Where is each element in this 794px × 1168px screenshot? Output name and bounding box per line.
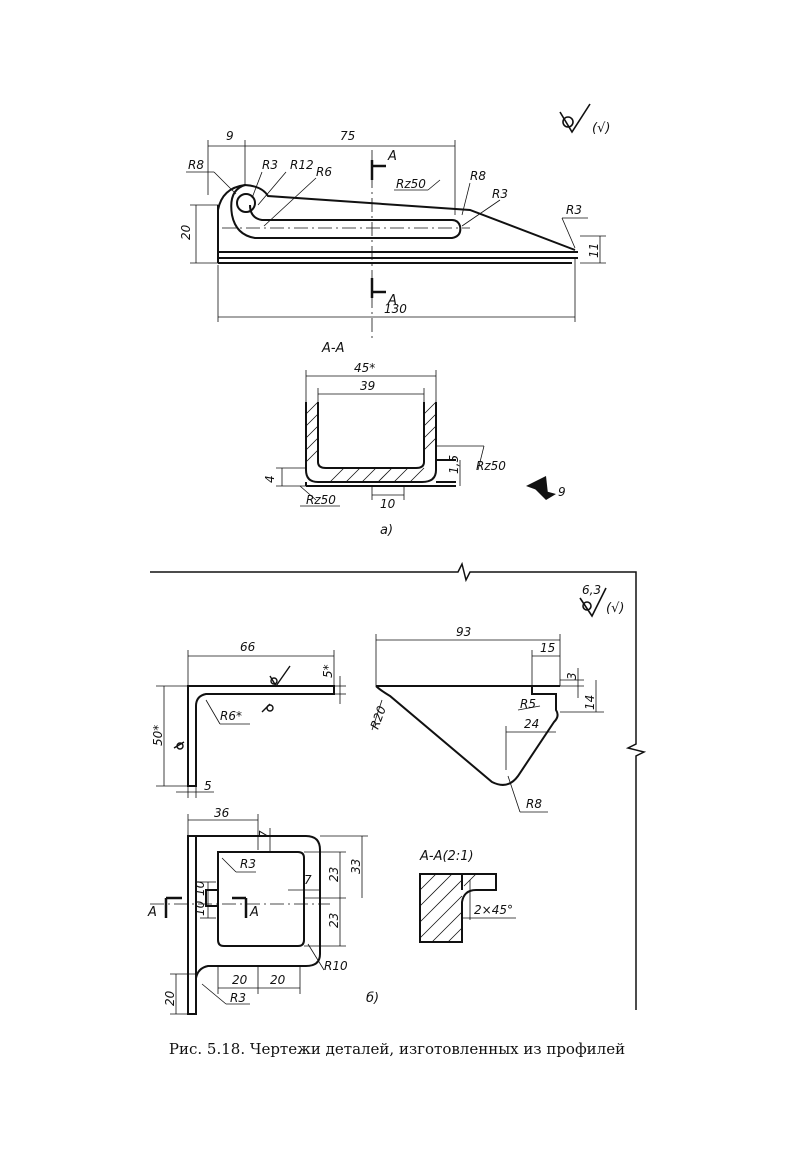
dim-20-left: 20: [232, 973, 248, 987]
surface-mark-value: 6,3: [582, 583, 601, 597]
roughness-rz50-bottom: Rz50: [306, 493, 336, 507]
radius-r5: R5: [520, 697, 536, 711]
drawing-a: (√): [179, 103, 610, 538]
dim-7-mid: 7: [304, 873, 312, 887]
radius-r8-right: R8: [470, 169, 486, 183]
dim-23-top: 23: [327, 867, 341, 882]
angled-bracket: [375, 685, 560, 786]
dim-24: 24: [524, 717, 539, 731]
radius-r8-left: R8: [188, 158, 204, 172]
radius-r6-star: R6*: [220, 709, 242, 723]
dim-10-bottom: 10: [193, 900, 207, 916]
dim-1-5: 1,5: [447, 455, 461, 474]
dim-14: 14: [583, 695, 597, 710]
dim-5: 5: [204, 779, 212, 793]
radius-r12: R12: [290, 158, 314, 172]
radius-r3-mid: R3: [492, 187, 508, 201]
drawing-b-label: б): [366, 991, 379, 1006]
radius-r6: R6: [316, 165, 332, 179]
radius-r8: R8: [526, 797, 542, 811]
chamfer-leader: [462, 880, 516, 920]
separator-line: [150, 561, 647, 1010]
section-marker-a: [370, 160, 386, 298]
drawing-b: 6,3 (√): [147, 583, 624, 1015]
section-aa-profile: [305, 402, 456, 487]
dimensions-l-bracket: [156, 650, 346, 798]
dim-36: 36: [214, 806, 230, 820]
roughness-marks: [173, 665, 291, 750]
dim-7-top: 7: [257, 830, 271, 838]
radius-r3-tip: R3: [566, 203, 582, 217]
surface-finish-icon: [559, 103, 591, 134]
section-aa-detail: [419, 873, 497, 943]
section-detail-hatch: [419, 873, 477, 943]
section-title-b: А-А(2:1): [419, 849, 474, 864]
surface-finish-icon: [579, 587, 607, 618]
dim-15: 15: [540, 641, 555, 655]
dim-4: 4: [263, 475, 277, 483]
dimensions-plate: [150, 814, 368, 1015]
dim-66: 66: [240, 640, 256, 654]
section-marker-label-top: А: [387, 149, 397, 164]
dim-20-side: 20: [163, 990, 177, 1006]
dim-93: 93: [456, 625, 471, 639]
dim-33: 33: [349, 859, 363, 874]
dim-10-top: 10: [193, 880, 207, 896]
dim-45-star: 45*: [354, 361, 375, 375]
section-title-a: А-А: [321, 341, 344, 356]
dimensions-section-a: [276, 370, 485, 507]
dim-11: 11: [587, 243, 601, 258]
radius-r20: R20: [368, 704, 389, 731]
dim-20-right: 20: [270, 973, 286, 987]
dim-5-star: 5*: [321, 664, 335, 678]
section-marker-b: [164, 896, 248, 918]
roughness-rz50-top: Rz50: [396, 177, 426, 191]
view-arrow-icon: [526, 476, 556, 500]
surface-mark-text: (√): [592, 121, 610, 136]
chamfer-dim: 2×45°: [474, 903, 513, 917]
l-bracket: [187, 685, 335, 787]
figure-caption: Рис. 5.18. Чертежи деталей, изготовленны…: [168, 1040, 626, 1058]
dim-3: 3: [565, 672, 579, 680]
plate-front-view: [187, 835, 321, 1015]
radius-r3-left: R3: [262, 158, 278, 172]
part-a-outline: [217, 183, 578, 264]
drawing-a-label: а): [380, 523, 393, 538]
radius-r3-top: R3: [240, 857, 256, 871]
section-marker-b-left: А: [147, 905, 157, 920]
roughness-rz50-right: Rz50: [476, 459, 506, 473]
dim-23-bottom: 23: [327, 913, 341, 928]
dim-50-star: 50*: [151, 725, 165, 746]
section-hatch: [305, 401, 437, 483]
dim-75: 75: [340, 129, 355, 143]
section-marker-label-bottom: А: [387, 293, 397, 308]
dimensions-a: [186, 140, 606, 322]
dim-10: 10: [380, 497, 396, 511]
dimensions-angled-bracket: [371, 634, 604, 813]
surface-mark-suffix: (√): [606, 601, 624, 616]
radius-r10: R10: [324, 959, 348, 973]
radius-r3-bottom: R3: [230, 991, 246, 1005]
dim-130: 130: [384, 302, 407, 316]
view-arrow-label: 9: [558, 485, 566, 499]
dim-39: 39: [360, 379, 375, 393]
dim-20: 20: [179, 224, 193, 240]
section-marker-b-right: А: [249, 905, 259, 920]
dim-9: 9: [226, 129, 234, 143]
